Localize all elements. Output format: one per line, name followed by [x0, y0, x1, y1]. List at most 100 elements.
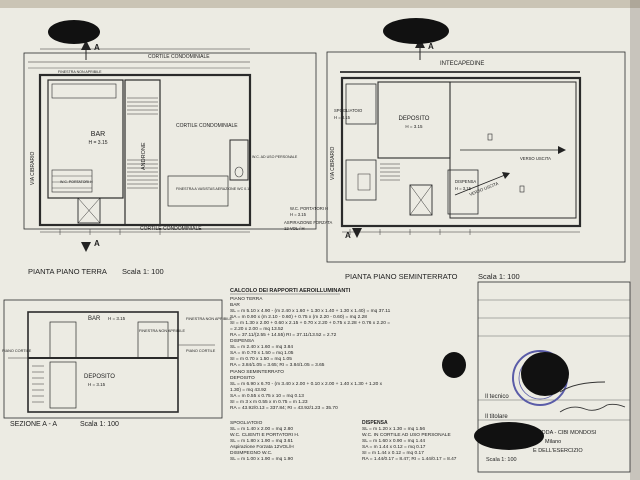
redaction-mark	[442, 352, 466, 378]
basement-outer-wall	[340, 76, 582, 228]
section-finestra-right: FINESTRA NON APRIBILE	[186, 317, 232, 321]
section-finestra-portatori: FINESTRA NON APRIBILE	[139, 329, 185, 333]
dispensa-calc-line: RA = 1.44/0.17 = 8.47; RI = 1.44/0.17 = …	[362, 456, 457, 462]
ground-via-label: VIA CIBRARIO	[30, 152, 36, 185]
ground-section-mark-bottom: A	[94, 239, 100, 248]
redaction-mark	[383, 18, 449, 44]
basement-frame	[326, 51, 626, 263]
deposito-label: DEPOSITO	[399, 116, 430, 122]
section-bar-height: H = 3.15	[108, 316, 126, 321]
basement-plan-scale: Scala 1: 100	[478, 272, 520, 281]
section-a-a: BAR H = 3.15 DEPOSITO H = 3.15 FINESTRA …	[2, 299, 232, 428]
tecnico-signature	[559, 381, 606, 393]
firm-city: Milano	[545, 439, 561, 445]
basement-wc-label: W.C. PORTATORI H	[290, 206, 328, 211]
section-title: SEZIONE A - A	[10, 421, 57, 428]
vol-label: 12 VOL / H	[284, 226, 305, 231]
dispensa-height: H = 3.15	[455, 186, 472, 191]
calcolo-line: W.C. CLIENTI E PORTATORI H.	[230, 432, 299, 438]
section-piano-cortile-right: PIANO CORTILE	[186, 349, 216, 353]
intercapedine-label: INTECAPEDINE	[440, 61, 484, 67]
calcolo-line: RA = 43.92/0.13 = 337.84; RI = 43.92/1.2…	[230, 405, 338, 411]
cortile-right-label: CORTILE CONDOMINIALE	[176, 123, 238, 129]
calcolo-line: 1.30) = mq 43.92	[230, 387, 267, 393]
ground-plan-title: PIANTA PIANO TERRA	[28, 267, 107, 276]
calcolo-line: Aspirazione Forzata 12VOL/H	[230, 444, 294, 450]
redaction-mark	[474, 422, 544, 450]
tecnico-label: Il tecnico	[485, 394, 509, 400]
ground-frame	[23, 52, 317, 230]
calcolo-line: SA = m 0.70 x 1.50 = mq 1.05	[230, 350, 294, 356]
dispensa-calc-line: SI = m 1.44 x 0.12 = mq 0.17	[362, 450, 424, 456]
calcolo-line: DISIMPEGNO W.C.	[230, 450, 272, 456]
basement-section-mark-bottom: A	[345, 231, 351, 240]
calcolo-line: SI = m 3 x m 0.55 x m 0.75 = m 1.23	[230, 399, 308, 405]
dispensa-calc-line: SA = m 1.44 x 0.12 = mq 0.17	[362, 444, 426, 450]
calcolo-line: = 2.20 x 2.00 = mq 13.52	[230, 326, 284, 332]
dispensa-label: DISPENSA	[455, 179, 476, 184]
calcolo-line: SI = m 0.70 x 1.50 = mq 1.05	[230, 356, 292, 362]
basement-wc-height: H = 3.15	[290, 212, 307, 217]
redaction-mark	[48, 20, 100, 44]
finestra-vasistas-label: FINESTRA A VASISTAS AERAZIONE WC 0.12	[176, 187, 251, 191]
dispensa-room	[447, 169, 479, 215]
wc-personale-room	[229, 139, 249, 181]
dispensa-calc-line: SL = m 1.20 x 1.30 = mq 1.56	[362, 426, 425, 432]
calcolo-line: RA = 37.11/(2.55 + 14.55) RI = 37.11/13.…	[230, 332, 337, 338]
section-deposito-height: H = 3.15	[88, 382, 106, 387]
androne-label: ANDRONE	[141, 142, 147, 170]
dispensa-calc-line: SL = m 1.60 x 0.90 = mq 1.44	[362, 438, 425, 444]
calcolo-line: BAR	[230, 302, 240, 308]
spogliatoio-label: SPOGLIATOIO	[334, 108, 363, 113]
ground-floor-plan: A A BAR H = 3.15 ANDRONE CORTILE CONDOMI…	[23, 40, 317, 276]
calcolo-block: CALCOLO DEI RAPPORTI AEROILLUMINANTI PIA…	[230, 288, 457, 462]
basement-plan-title: PIANTA PIANO SEMINTERRATO	[345, 272, 458, 281]
calcolo-line: SL = m 1.40 x 2.00 = mq 2.80	[230, 426, 293, 432]
titleblock-scale: Scala 1: 100	[486, 457, 517, 463]
bar-height: H = 3.15	[88, 140, 107, 146]
titolare-label: Il titolare	[485, 414, 508, 420]
calcolo-line: SL = m 1.80 x 1.90 = mq 3.61	[230, 438, 293, 444]
calcolo-line: PIANO TERRA	[230, 296, 263, 302]
cortile-top-label: CORTILE CONDOMINIALE	[148, 54, 210, 60]
calcolo-line: SPOGLIATOIO	[230, 420, 263, 426]
androne-corridor	[124, 79, 161, 226]
dispensa-calc-line: W.C. IN CORTILE AD USO PERSONALE	[362, 432, 451, 438]
deposito-height: H = 3.15	[405, 124, 423, 129]
esercizio-label: E DELL'ESERCIZIO	[533, 448, 583, 454]
cortile-bottom-label: CORTILE CONDOMINIALE	[140, 226, 202, 232]
bar-label: BAR	[91, 131, 105, 138]
redaction-mark	[521, 352, 569, 396]
calcolo-line: SL = m 6.90 x 6.70 - (m 3.40 x 2.00 + 0.…	[230, 381, 383, 387]
calcolo-line: SL = m 2.40 x 1.60 = mq 3.84	[230, 344, 293, 350]
calcolo-line: SL = m 1.00 x 1.90 = mq 1.90	[230, 456, 293, 462]
calcolo-line: SA = m 0.55 x 0.75 x 10 = mq 0.13	[230, 393, 304, 399]
calcolo-line: DISPENSA	[230, 338, 255, 344]
calcolo-line: SI = m 1.30 x 2.00 + 0.60 x 2.15 + 0.70 …	[230, 320, 390, 326]
basement-section-mark-top: A	[428, 42, 434, 51]
basement-plan: A A INTECAPEDINE DEPOSITO H = 3.15 SPOGL…	[284, 38, 626, 281]
calcolo-title: CALCOLO DEI RAPPORTI AEROILLUMINANTI	[230, 288, 351, 294]
titolare-signature	[559, 403, 626, 413]
spogliatoio-room	[345, 83, 377, 125]
verso-uscita-label-1: VERSO USCITA	[520, 156, 551, 161]
section-scale: Scala 1: 100	[80, 421, 119, 428]
wc-portatori-room	[77, 197, 101, 224]
aspirazione-label: ASPIRAZIONE FORZATA	[284, 220, 332, 225]
basement-via-label: VIA CIBRARIO	[330, 147, 336, 180]
main-basement-space	[449, 81, 577, 219]
calcolo-line: DEPOSITO	[230, 375, 255, 381]
ground-wc-portatori-label: W.C. PORTATORI H	[60, 180, 93, 184]
firm-name: EDDA - CIBI MONDOSI	[538, 430, 597, 436]
calcolo-line: RA = 3.84/1.05 = 3.65; RI = 3.84/1.05 = …	[230, 362, 325, 368]
wc-personale-label: W.C. AD USO PERSONALE	[252, 155, 298, 159]
section-piano-cortile-left: PIANO CORTILE	[2, 349, 32, 353]
spogliatoio-height: H = 3.15	[334, 115, 351, 120]
section-deposito-label: DEPOSITO	[84, 374, 115, 380]
calcolo-line: SL = m 5.10 x 4.90 - (m 2.40 x 1.60 + 1.…	[230, 308, 391, 314]
calcolo-line: PIANO SEMINTERRATO	[230, 369, 284, 375]
section-frame	[3, 299, 223, 419]
ground-section-mark-top: A	[94, 43, 100, 52]
